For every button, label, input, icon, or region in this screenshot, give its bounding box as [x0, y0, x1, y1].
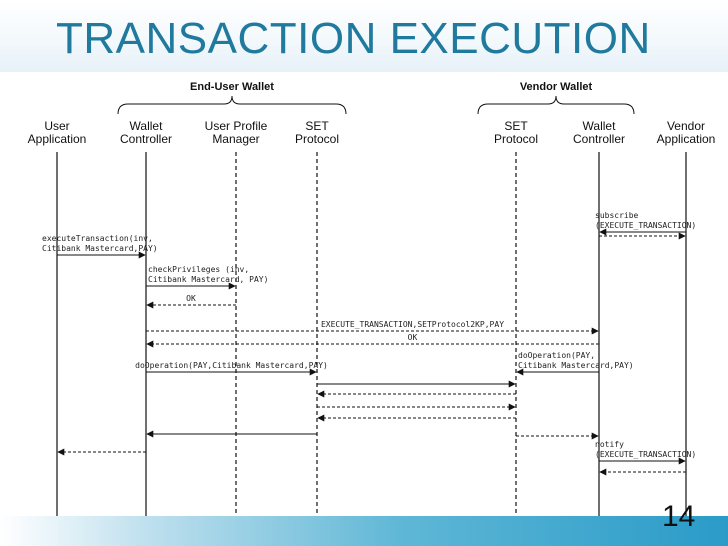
participant-label-eu_wallet_ctrl: Wallet — [130, 119, 164, 133]
participant-label-vendor_app: Vendor — [667, 119, 705, 133]
group-brace — [117, 95, 347, 115]
participant-label-eu_wallet_ctrl: Controller — [120, 132, 172, 146]
message-label: doOperation(PAY,Citibank Mastercard,PAY) — [135, 361, 328, 370]
message-label: notify — [595, 440, 624, 449]
message-label: (EXECUTE_TRANSACTION) — [595, 221, 696, 230]
slide-title: TRANSACTION EXECUTION — [56, 14, 651, 63]
participant-label-v_wallet_ctrl: Controller — [573, 132, 625, 146]
footer-band — [0, 516, 728, 546]
participant-label-eu_set: Protocol — [295, 132, 339, 146]
message-label: checkPrivileges (inv, — [148, 265, 249, 274]
group-brace — [477, 95, 635, 115]
message-label: Citibank Mastercard,PAY) — [42, 244, 158, 253]
participant-label-upm: User Profile — [205, 119, 268, 133]
message-label: Citibank Mastercard,PAY) — [518, 361, 634, 370]
message-label: OK — [186, 294, 196, 303]
participant-label-eu_set: SET — [305, 119, 329, 133]
message-label: OK — [408, 333, 418, 342]
group-label-vendor: Vendor Wallet — [520, 81, 593, 93]
participant-label-v_set: SET — [504, 119, 528, 133]
participant-label-user_app: Application — [28, 132, 87, 146]
message-label: (EXECUTE_TRANSACTION) — [595, 450, 696, 459]
message-label: Citibank Mastercard, PAY) — [148, 275, 268, 284]
participant-label-v_set: Protocol — [494, 132, 538, 146]
group-label-end_user: End-User Wallet — [190, 81, 274, 93]
participant-label-v_wallet_ctrl: Wallet — [583, 119, 617, 133]
page-number: 14 — [662, 500, 696, 533]
participant-label-vendor_app: Application — [657, 132, 716, 146]
message-label: doOperation(PAY, — [518, 351, 595, 360]
message-label: executeTransaction(inv, — [42, 234, 153, 243]
participant-label-upm: Manager — [212, 132, 259, 146]
message-label: subscribe — [595, 211, 639, 220]
participant-label-user_app: User — [44, 119, 69, 133]
title-band — [0, 0, 728, 72]
message-label: EXECUTE_TRANSACTION,SETProtocol2KP,PAY — [321, 320, 504, 329]
